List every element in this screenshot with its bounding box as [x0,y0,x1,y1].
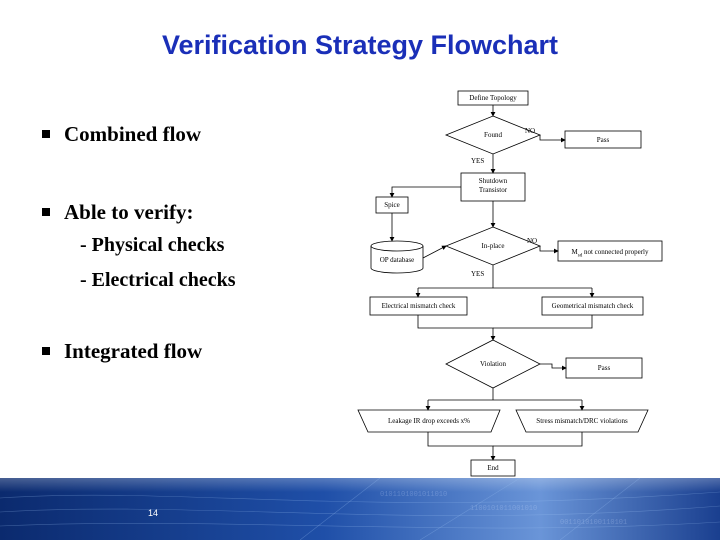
shutdown-label-line1: Shutdown [461,177,525,185]
arrow-leakage-end [428,432,493,460]
op-database-cylinder-top [371,241,423,251]
violation-label: Violation [468,360,518,368]
in-place-label: In-place [468,242,518,250]
found-label: Found [470,131,516,139]
line-stress-end [493,432,582,446]
not-connected-label: Msd not connected properly [558,248,662,260]
define-topology-label: Define Topology [458,94,528,102]
arrow-violation-pass [540,364,566,368]
arrow-opdb-inplace [423,246,446,258]
pass-label-2: Pass [566,364,642,372]
arrow-electrical-violation [418,315,493,340]
footer-band: 0101101001011010 1100101011001010 001101… [0,478,720,540]
arrow-shutdown-spice [392,187,461,197]
spice-label: Spice [376,201,408,209]
no-label-2: NO [527,237,537,245]
op-database-label: OP database [371,256,423,264]
end-label: End [471,464,515,472]
stress-label: Stress mismatch/DRC violations [518,417,646,425]
svg-text:0011010100110101: 0011010100110101 [560,519,627,527]
footer-graphic: 0101101001011010 1100101011001010 001101… [0,478,720,540]
line-geometrical-violation [493,315,592,328]
yes-label-1: YES [471,157,484,165]
svg-text:1100101011001010: 1100101011001010 [470,505,537,513]
pass-label-1: Pass [565,136,641,144]
yes-label-2: YES [471,270,484,278]
svg-text:0101101001011010: 0101101001011010 [380,491,447,499]
leakage-label: Leakage IR drop exceeds x% [362,417,496,425]
arrow-found-pass [540,135,565,140]
shutdown-label-line2: Transistor [461,186,525,194]
no-label-1: NO [525,127,535,135]
arrow-inplace-notconnected [540,246,558,251]
page-number: 14 [148,508,158,518]
not-connected-label-rest: not connected properly [582,248,648,256]
electrical-mismatch-label: Electrical mismatch check [370,302,467,310]
geometrical-mismatch-label: Geometrical mismatch check [542,302,643,310]
